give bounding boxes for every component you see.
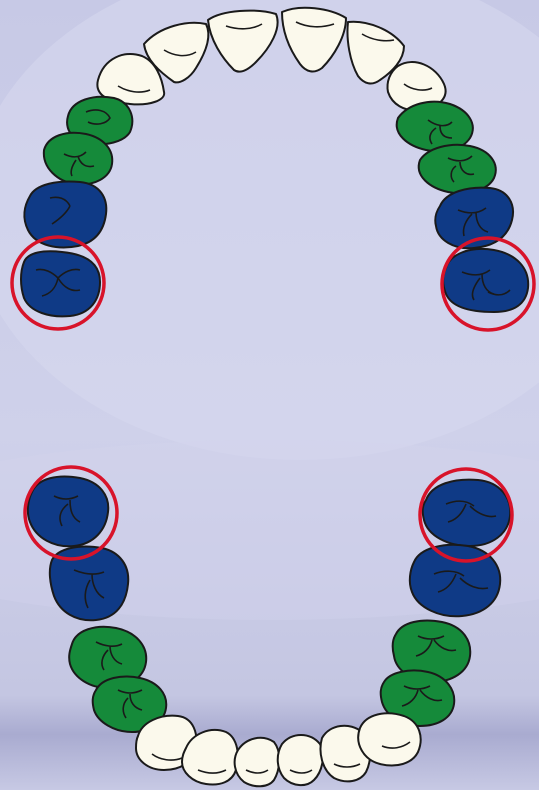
lower-right-first-molar (423, 480, 511, 546)
lower-right-canine (358, 713, 420, 765)
lower-right-central-incisor (278, 735, 323, 785)
upper-right-first-molar (443, 249, 528, 312)
upper-right-second-premolar (419, 145, 496, 193)
lower-left-central-incisor (235, 738, 280, 786)
lower-left-first-molar (28, 477, 108, 547)
upper-left-first-molar (21, 251, 100, 316)
